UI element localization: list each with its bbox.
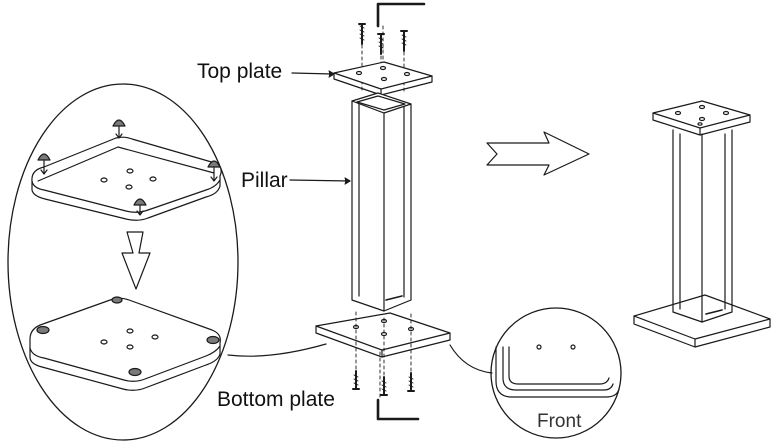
top-plate-leader: [292, 73, 333, 74]
detail-plate-lower: [30, 297, 220, 390]
allen-key-icon: [378, 400, 418, 419]
front-label: Front: [537, 412, 581, 431]
bottom-plate: [316, 313, 450, 357]
front-leader: [450, 345, 492, 373]
assembled-stand: [634, 101, 770, 347]
pillar-label: Pillar: [241, 170, 288, 191]
direction-arrow-icon: [122, 232, 150, 289]
top-plate-label: Top plate: [197, 61, 282, 82]
pillar: [352, 93, 411, 311]
pillar-leader: [290, 180, 350, 181]
detail-plate-upper: [32, 137, 221, 220]
top-plate: [334, 62, 432, 95]
bottom-plate-label: Bottom plate: [217, 389, 335, 410]
allen-key-icon: [378, 4, 424, 26]
ellipse-leader: [228, 344, 326, 356]
direction-arrow-icon: [487, 132, 589, 175]
screw-icon: [353, 371, 414, 395]
